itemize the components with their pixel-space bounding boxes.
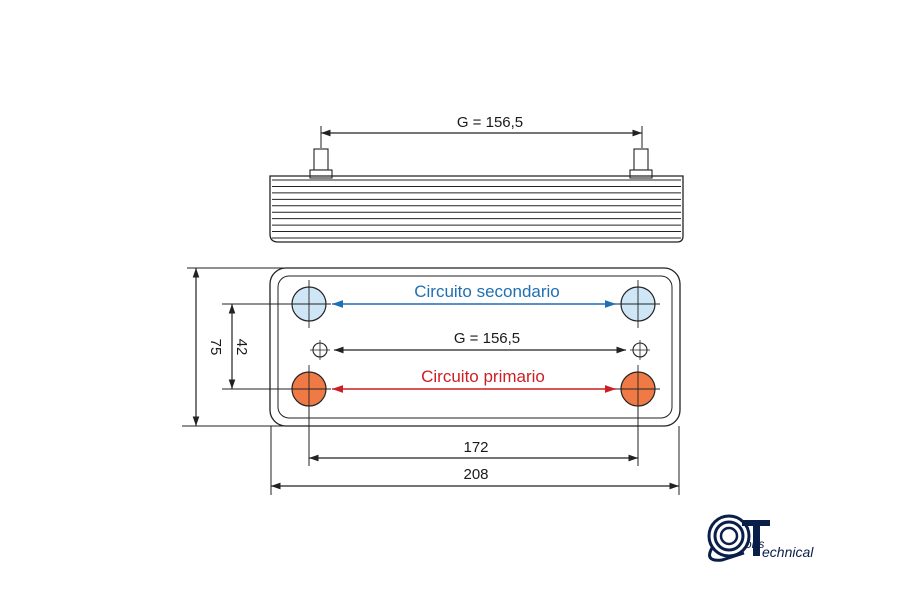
port-secondary-right <box>616 280 660 328</box>
oris-technical-logo: oris echnical <box>707 514 814 562</box>
dim-75-label: 75 <box>207 339 224 356</box>
top-view: G = 156,5 <box>269 114 684 243</box>
port-primary-right <box>616 365 660 413</box>
svg-text:oris: oris <box>745 537 764 551</box>
secondary-circuit-label: Circuito secondario <box>414 282 560 301</box>
front-view: 75 42 Circuito secondario <box>182 267 681 495</box>
plate-stack-outline <box>269 175 684 243</box>
dim-42-label: 42 <box>233 339 250 356</box>
port-secondary-left <box>287 280 331 328</box>
stud-left <box>309 148 333 179</box>
primary-circuit-label: Circuito primario <box>421 367 545 386</box>
dim-208-label: 208 <box>463 466 488 483</box>
plate-outline <box>269 267 681 427</box>
port-primary-left <box>287 365 331 413</box>
stud-right <box>629 148 653 179</box>
plate-inner-outline <box>277 275 673 419</box>
plate-stack <box>272 179 681 239</box>
svg-text:echnical: echnical <box>762 544 814 560</box>
stud-hole-right <box>630 340 650 360</box>
top-g-label: G = 156,5 <box>457 114 523 131</box>
front-g-label: G = 156,5 <box>454 330 520 347</box>
stud-hole-left <box>310 340 330 360</box>
dim-172-label: 172 <box>463 439 488 456</box>
